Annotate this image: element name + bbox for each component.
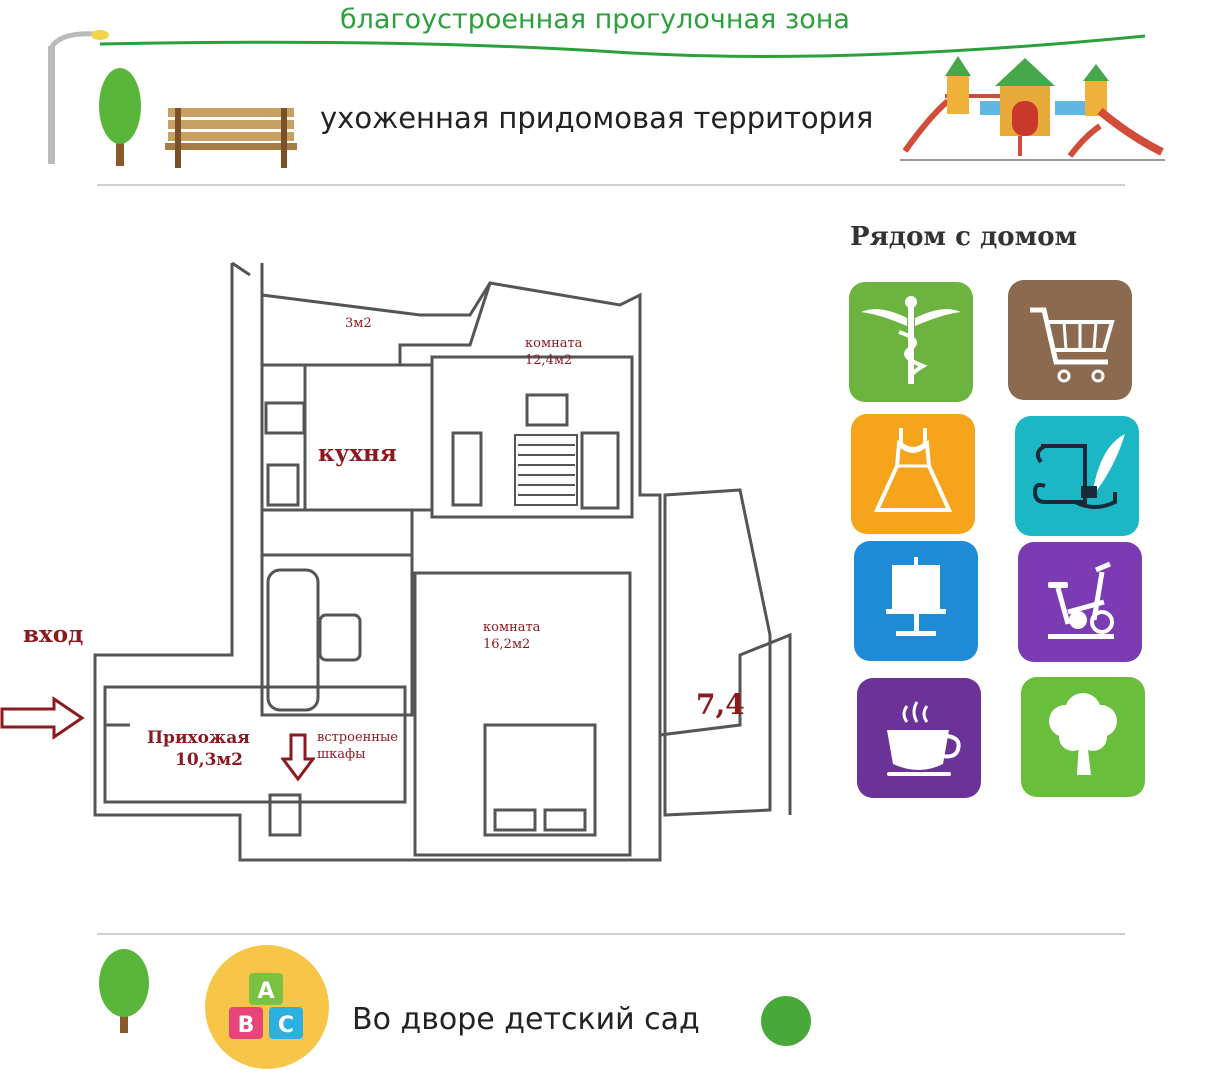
hall-name: Прихожая bbox=[147, 728, 250, 748]
green-path-line bbox=[99, 34, 1146, 58]
room1-name: комната bbox=[525, 336, 583, 351]
closets-label-line2: шкафы bbox=[317, 747, 366, 762]
room1-area: 12,4м2 bbox=[525, 353, 573, 368]
tile-park bbox=[1021, 677, 1145, 797]
kitchen-label: кухня bbox=[318, 440, 397, 467]
street-lamp-icon bbox=[48, 30, 109, 164]
bottom-divider bbox=[97, 933, 1125, 935]
abc-block-a bbox=[249, 973, 283, 1005]
nearby-title: Рядом с домом bbox=[850, 222, 1078, 252]
balcony-area: 7,4 bbox=[696, 688, 745, 721]
dress-icon bbox=[851, 414, 975, 534]
closets-label-line1: встроенные bbox=[317, 730, 399, 745]
tile-clothing bbox=[851, 414, 975, 534]
yard-territory-title: ухоженная придомовая территория bbox=[320, 101, 874, 135]
playground-icon bbox=[900, 56, 1165, 161]
tile-cafe bbox=[857, 678, 981, 798]
bush-icon bbox=[761, 996, 811, 1046]
tree-icon bbox=[99, 68, 141, 166]
tile-sport bbox=[1018, 542, 1142, 662]
storage-area: 3м2 bbox=[345, 316, 372, 331]
abc-blocks-icon: A B C bbox=[205, 945, 329, 1069]
easel-icon bbox=[854, 541, 978, 661]
abc-letter-a: A bbox=[257, 979, 274, 1004]
entrance-label: вход bbox=[23, 621, 84, 648]
coffee-cup-icon bbox=[857, 678, 981, 798]
entrance-arrow-icon bbox=[0, 696, 85, 740]
room2-area: 16,2м2 bbox=[483, 637, 531, 652]
abc-letter-c: C bbox=[278, 1013, 294, 1038]
bench-icon bbox=[165, 108, 297, 168]
tile-education bbox=[1015, 416, 1139, 536]
tile-art bbox=[854, 541, 978, 661]
kindergarten-text: Во дворе детский сад bbox=[352, 1002, 700, 1037]
abc-block-c bbox=[269, 1007, 303, 1039]
tree-icon bbox=[1021, 677, 1145, 797]
abc-block-b bbox=[229, 1007, 263, 1039]
tile-shop bbox=[1008, 280, 1132, 400]
room2-name: комната bbox=[483, 620, 541, 635]
floor-plan bbox=[93, 261, 792, 862]
scroll-quill-icon bbox=[1015, 416, 1139, 536]
medical-caduceus-icon bbox=[849, 282, 973, 402]
tree-icon bbox=[99, 949, 149, 1033]
walk-zone-title: благоустроенная прогулочная зона bbox=[340, 4, 850, 35]
closets-arrow-icon bbox=[281, 733, 315, 782]
exercise-bike-icon bbox=[1018, 542, 1142, 662]
abc-letter-b: B bbox=[238, 1013, 255, 1038]
hall-area: 10,3м2 bbox=[175, 750, 243, 770]
top-divider bbox=[97, 184, 1125, 186]
shopping-cart-icon bbox=[1008, 280, 1132, 400]
tile-medical bbox=[849, 282, 973, 402]
